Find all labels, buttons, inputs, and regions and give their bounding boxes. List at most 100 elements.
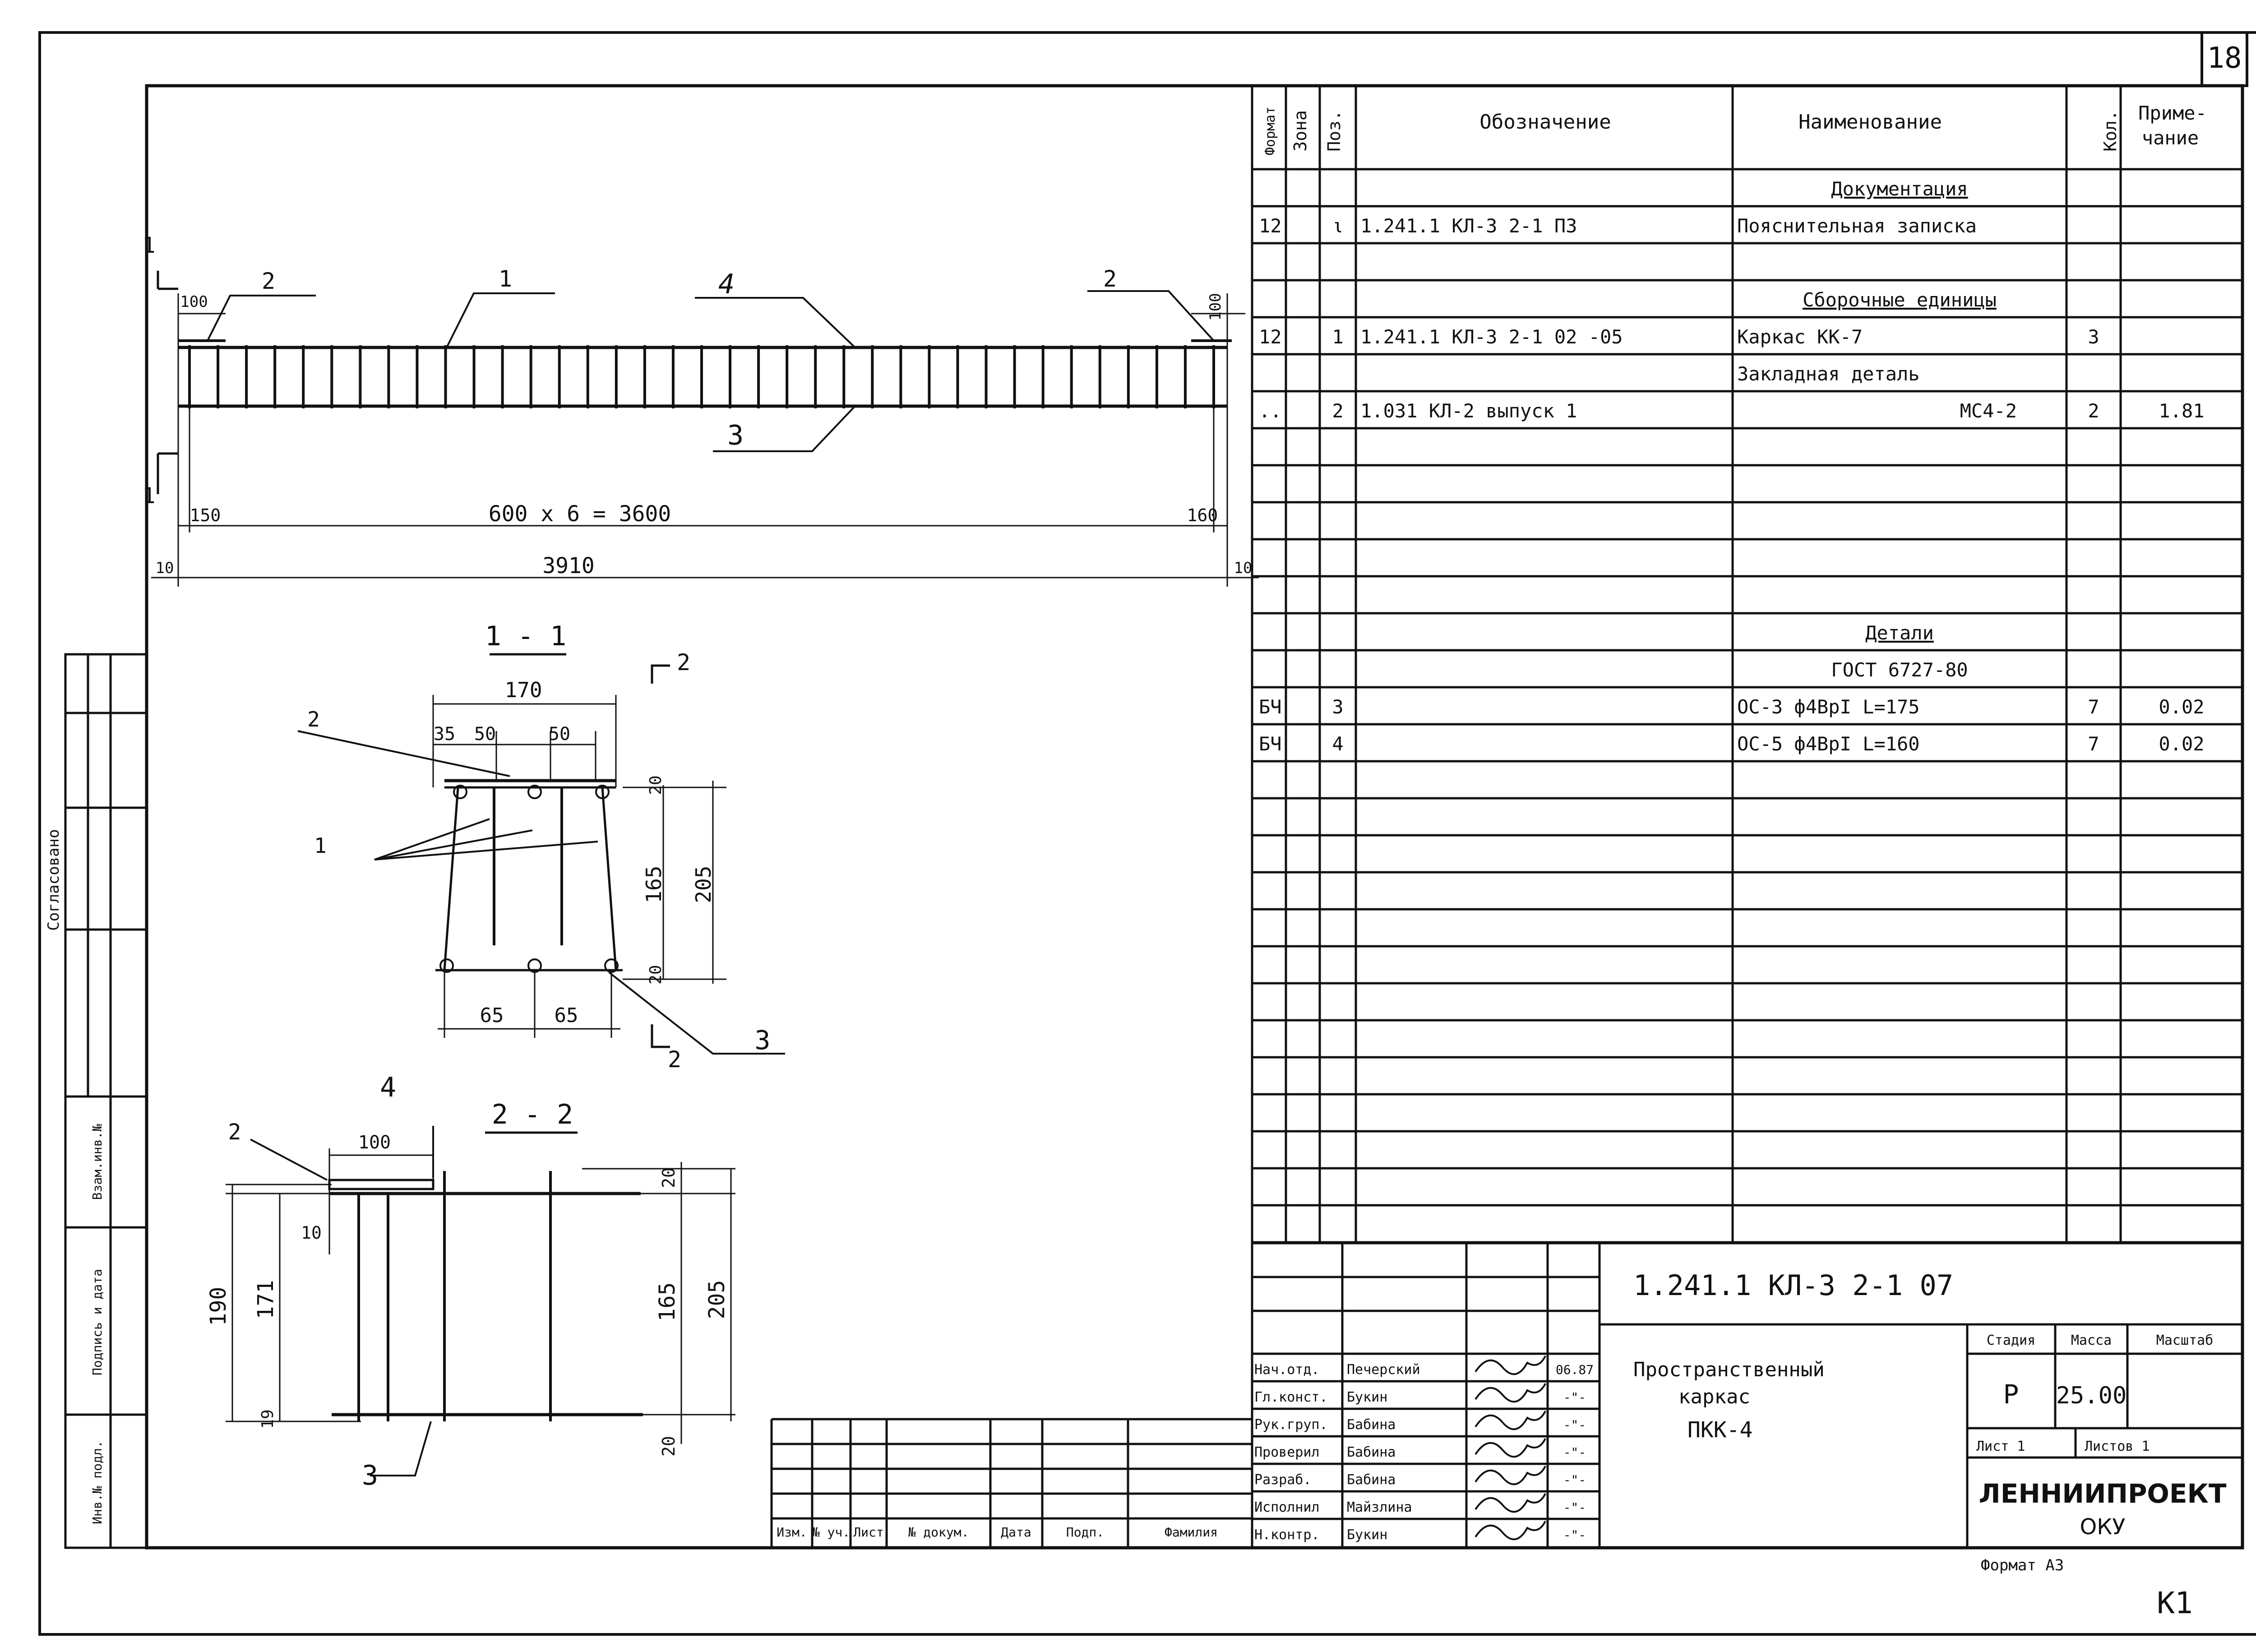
section-2-2-title: 2 - 2 [492,1099,573,1130]
spec-cell-format: .. [1259,400,1282,422]
s11-dim-20b: 20 [647,965,665,984]
sheet-frame [38,31,2256,1636]
signature-role: Нач.отд. [1254,1362,1320,1378]
s22-leader-2: 2 [228,1120,241,1145]
spec-header-pos: Поз. [1324,110,1344,152]
spec-header-designation: Обозначение [1479,111,1611,134]
revision-header: № уч. [812,1525,850,1540]
spec-cell-format: 12 [1259,326,1282,348]
spec-cell-name: ОС-3 ф4ВрI L=175 [1737,696,1920,718]
elev-leader-1: 1 [499,266,512,292]
signature-role: Гл.конст. [1254,1389,1328,1405]
s22-dim-165: 165 [655,1282,680,1322]
signature-name: Майзлина [1347,1499,1412,1515]
title-line-3: ПКК-4 [1687,1417,1753,1443]
s11-dim-170: 170 [504,678,542,702]
scale-label: Масштаб [2156,1333,2213,1348]
elev-leader-4: 4 [718,268,735,300]
sheet-label: Лист 1 [1976,1439,2025,1454]
s11-section-mark-bottom: 2 [668,1046,681,1073]
spec-header-note-2: чание [2142,127,2199,149]
mass-value: 25.00 [2056,1382,2127,1409]
s11-dim-65a: 65 [480,1004,504,1027]
section-2-2-view [226,1126,735,1476]
s11-dim-65b: 65 [555,1004,578,1027]
spec-cell-pos: 2 [1332,400,1343,422]
s22-dim-190: 190 [206,1287,231,1326]
spec-cell-designation: 1.031 КЛ-2 выпуск 1 [1360,400,1577,422]
s11-section-mark-top: 2 [677,649,690,676]
elev-dim-150: 150 [190,505,221,525]
spec-cell-qty: 7 [2088,696,2099,718]
signature-name: Бабина [1347,1444,1396,1460]
spec-cell-designation: 1.241.1 КЛ-3 2-1 ПЗ [1360,215,1577,237]
spec-cell-name: Каркас КК-7 [1737,326,1863,348]
spec-section-heading: Детали [1865,622,1934,644]
spec-cell-pos: 4 [1332,733,1343,755]
side-vzam-label: Взам.инв.№ [90,1124,105,1200]
spec-table-grid [1251,86,2244,1244]
elev-dim-3600: 600 x 6 = 3600 [489,501,671,527]
side-stamp [64,653,148,1549]
revision-header: Фамилия [1165,1525,1218,1540]
section-1-1-title: 1 - 1 [485,620,567,652]
spec-cell-pos: ι [1332,215,1343,237]
title-line-1: Пространственный [1633,1358,1825,1381]
signature-scribble [1475,1411,1546,1430]
spec-section-heading: Документация [1831,178,1968,200]
signature-scribble [1475,1383,1546,1403]
org-dept: ОКУ [2080,1514,2125,1540]
spec-header-name: Наименование [1798,111,1942,134]
signature-date: -"- [1563,1390,1586,1405]
elev-dim-100b: 100 [1207,293,1225,320]
elev-section-mark-bottom: 1 [143,483,156,509]
corner-mark: K1 [2157,1586,2192,1620]
signature-date: -"- [1563,1445,1586,1460]
revision-header: Лист [853,1525,883,1540]
s22-leader-3: 3 [362,1460,378,1491]
s11-leader-2: 2 [307,707,320,731]
spec-cell-name: ОС-5 ф4ВрI L=160 [1737,733,1920,755]
revision-header: Изм. [777,1525,807,1540]
elev-dim-10a: 10 [156,559,174,577]
stage-value: Р [2003,1379,2019,1410]
s11-leader-3: 3 [755,1025,771,1055]
side-agreed-label: Согласовано [45,829,63,930]
elev-dim-10b: 10 [1234,559,1253,577]
spec-cell-qty: 3 [2088,326,2099,348]
signature-date: -"- [1563,1527,1586,1542]
stage-label: Стадия [1987,1333,2035,1348]
signature-rows [1252,1352,1600,1520]
signature-scribble [1475,1493,1546,1513]
spec-cell-pos: 1 [1332,326,1343,348]
side-sign-label: Подпись и дата [90,1269,105,1375]
spec-cell-note: 0.02 [2159,733,2204,755]
spec-header-qty: Кол. [2100,110,2120,152]
spec-section-heading: Сборочные единицы [1803,289,1997,311]
title-block-grid [770,1242,2242,1548]
s22-dim-100: 100 [358,1132,391,1153]
sheet-number: 18 [2207,42,2242,75]
signature-scribble [1475,1466,1546,1485]
signature-role: Исполнил [1254,1499,1320,1515]
s22-dim-20a: 20 [659,1167,679,1188]
spec-cell-name: Закладная деталь [1737,363,1920,385]
section-1-1-view [297,653,785,1055]
s22-dim-171: 171 [253,1280,278,1319]
signature-name: Букин [1347,1527,1387,1543]
signature-date: -"- [1563,1472,1586,1487]
spec-cell-qty: 2 [2088,400,2099,422]
mass-label: Масса [2071,1333,2112,1348]
elev-dim-100a: 100 [180,293,208,311]
spec-cell-format: 12 [1259,215,1282,237]
revision-header: Дата [1001,1525,1031,1540]
revision-header: № докум. [908,1525,969,1540]
signature-scribble [1475,1356,1546,1375]
spec-cell-format: БЧ [1259,696,1282,718]
s11-dim-50a: 50 [474,724,496,745]
spec-header-note-1: Приме- [2138,102,2207,124]
s11-dim-20a: 20 [647,775,665,795]
